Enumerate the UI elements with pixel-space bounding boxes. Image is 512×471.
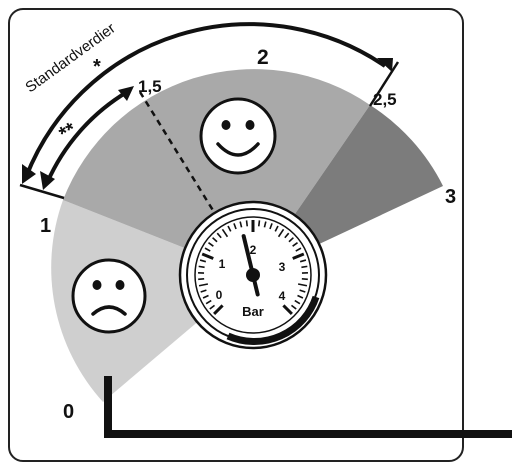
- zone-mid: [63, 69, 370, 276]
- label-1-5: 1,5: [138, 77, 162, 96]
- gauge-tick: [290, 304, 297, 310]
- happy-face-icon: [199, 97, 277, 175]
- label-2: 2: [257, 46, 269, 69]
- gauge-tick: [269, 223, 273, 230]
- tick-2-5: [368, 61, 400, 107]
- gauge-tick: [292, 252, 305, 260]
- gauge-tick: [209, 304, 216, 310]
- gauge-tick-label-3: 3: [279, 260, 286, 274]
- gauge-tick: [239, 221, 243, 228]
- gauge-tick: [204, 247, 211, 252]
- gauge-tick: [294, 299, 301, 305]
- gauge-tick-label-1: 1: [219, 257, 226, 271]
- gauge-tick: [233, 223, 237, 230]
- gauge-tick: [284, 232, 290, 239]
- gauge-tick: [212, 237, 218, 243]
- gauge-tick: [198, 283, 209, 287]
- gauge-tick: [213, 304, 224, 315]
- gauge-tick: [299, 259, 307, 263]
- gauge-tick: [198, 265, 205, 269]
- gauge-tick: [205, 299, 212, 305]
- gauge-tick: [274, 225, 279, 232]
- gauge-tick: [299, 289, 306, 293]
- gauge-tick: [199, 259, 207, 263]
- gauge-hub: [246, 268, 260, 282]
- pipe: [104, 376, 512, 438]
- gauge-tick: [257, 220, 261, 227]
- gauge-tick-label-4: 4: [279, 289, 286, 303]
- arrow-outer: [24, 22, 387, 178]
- gauge-tick: [288, 237, 294, 243]
- gauge-tick: [301, 265, 308, 269]
- dashed-1-5: [138, 91, 224, 226]
- gauge-tick: [200, 289, 207, 293]
- arrow-inner: [45, 90, 129, 184]
- gauge-tick-label-2: 2: [250, 243, 257, 257]
- gauge-tick-label-0: 0: [216, 288, 223, 302]
- label-3: 3: [445, 186, 456, 208]
- gauge-needle: [241, 234, 260, 297]
- arrow-outer-head-right: [377, 58, 393, 72]
- label-2-5: 2,5: [373, 90, 397, 109]
- label-0: 0: [63, 401, 74, 423]
- gauge-tick: [277, 228, 285, 238]
- gauge-tick: [282, 304, 293, 315]
- gauge-tick: [295, 247, 302, 252]
- single-star-label: *: [93, 56, 101, 78]
- gauge-tick: [201, 252, 214, 260]
- gauge-tick: [227, 225, 232, 232]
- zone-low: [51, 200, 253, 402]
- gauge-tick: [221, 228, 229, 238]
- gauge-unit-label: Bar: [242, 304, 264, 319]
- arrow-inner-head-left: [40, 171, 55, 190]
- gauge-tick: [202, 294, 209, 299]
- gauge-tick: [216, 232, 222, 239]
- pressure-gauge: 0 1 2 3 4 Bar: [178, 200, 328, 350]
- label-1: 1: [40, 215, 51, 237]
- gauge-tick: [208, 242, 214, 247]
- arrow-inner-head-right: [118, 86, 134, 101]
- tick-1: [19, 183, 65, 200]
- gauge-tick: [297, 283, 308, 287]
- gauge-tick: [292, 242, 298, 247]
- sad-face-icon: [71, 258, 147, 334]
- gauge-tick: [245, 220, 249, 227]
- gauge-tick: [263, 221, 267, 228]
- arrow-outer-head-left: [22, 164, 36, 184]
- gauge-ticks: [198, 220, 308, 315]
- gauge-tick: [297, 294, 304, 299]
